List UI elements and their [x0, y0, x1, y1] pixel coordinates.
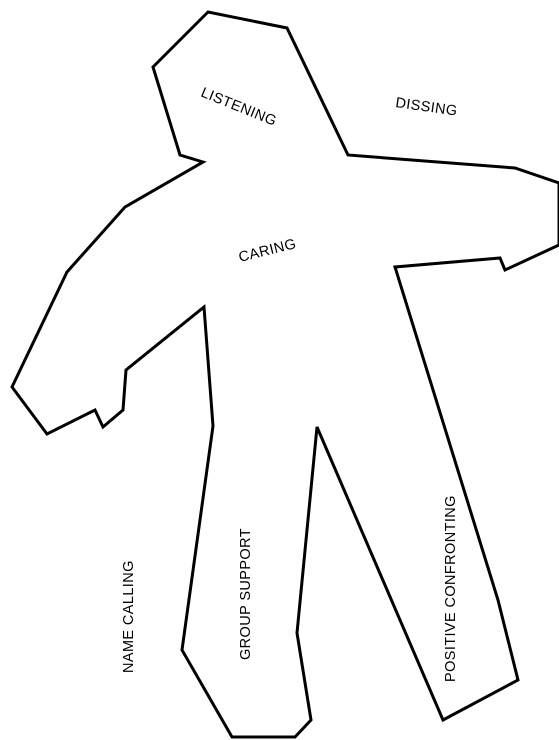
label-dissing: DISSING: [394, 95, 458, 120]
body-outline-shape: [12, 12, 559, 737]
label-name-calling: NAME CALLING: [121, 560, 137, 673]
label-positive-confronting: POSITIVE CONFRONTING: [443, 495, 459, 682]
label-group-support: GROUP SUPPORT: [238, 528, 254, 660]
